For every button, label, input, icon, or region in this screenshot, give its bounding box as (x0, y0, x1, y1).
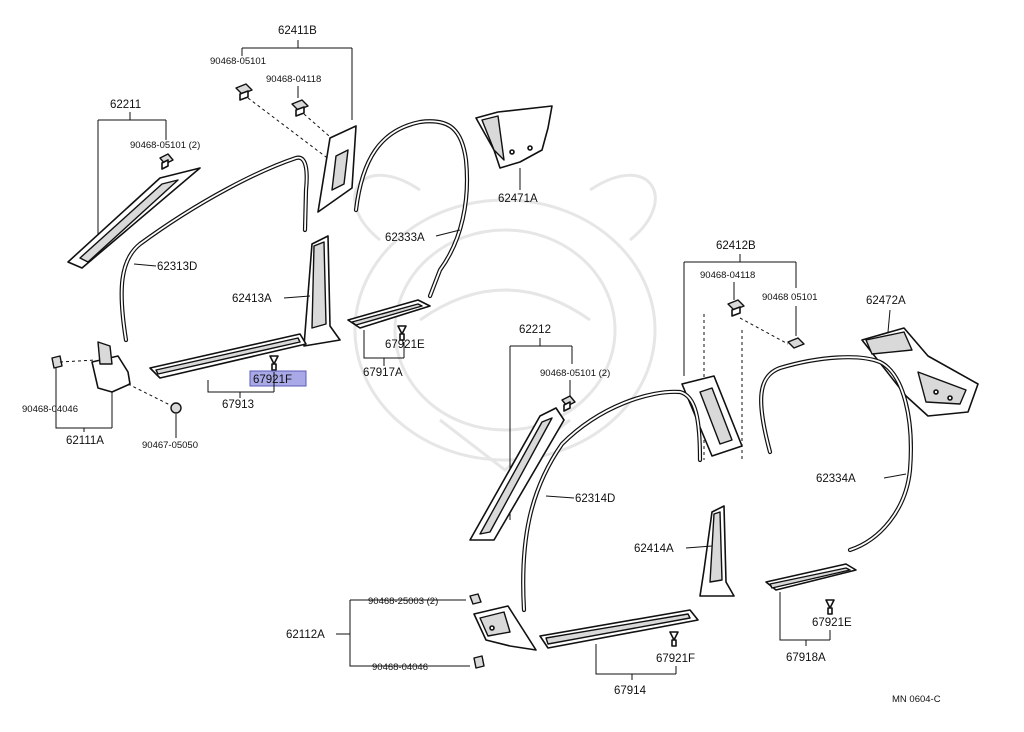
label-62334A: 62334A (816, 473, 856, 485)
clip-90468-05101-2a (159, 153, 174, 170)
label-67921E-b: 67921E (812, 617, 852, 629)
clip-90468-04118-b (727, 299, 745, 317)
label-62313D: 62313D (157, 261, 197, 273)
highlight-67921F (249, 370, 307, 387)
callout-62111A: 90468-04046 62111A 90467-05050 (22, 368, 198, 451)
part-62472A-quarter-trim (861, 327, 979, 417)
watermark-emblem (353, 173, 657, 472)
label-62212: 62212 (519, 324, 551, 336)
part-67918A-scuff-plate (765, 563, 857, 591)
part-62414A-pillar-lower (699, 505, 735, 597)
clip-67921E-a (397, 325, 407, 341)
part-62314D-weatherstrip (521, 389, 703, 613)
label-62211: 62211 (110, 99, 141, 111)
part-62413A-pillar-lower (303, 235, 341, 347)
part-62313D-weatherstrip (119, 155, 309, 343)
label-67918A: 67918A (786, 652, 826, 664)
label-62414A: 62414A (634, 543, 674, 555)
label-90468-05101-b: 90468 05101 (762, 292, 817, 303)
label-67921E-a: 67921E (385, 339, 425, 351)
part-62412B-pillar-upper (681, 375, 743, 457)
label-67914: 67914 (614, 685, 647, 697)
callout-67913: 67921F 67913 (207, 370, 307, 411)
clip-90468-04046-b (473, 655, 485, 669)
clip-67921F-a (269, 355, 279, 371)
callout-62212: 62212 90468-05101 (2) (509, 324, 610, 520)
label-90468-25003: 90468-25003 (2) (368, 596, 438, 607)
label-62111A: 62111A (66, 435, 104, 447)
label-67921F-a: 67921F (253, 374, 292, 386)
part-62112A-cowl-trim (473, 605, 537, 651)
part-62334A-weatherstrip (759, 355, 913, 553)
clip-90468-04118-a (291, 99, 309, 117)
label-90468-05101-2a: 90468-05101 (2) (130, 140, 200, 151)
callout-62412B: 62412B 90468-04118 90468 05101 (683, 240, 817, 376)
label-90468-05101-a: 90468-05101 (210, 56, 266, 67)
label-62314D: 62314D (575, 493, 615, 505)
callout-67918A: 67921E 67918A (779, 592, 852, 664)
clip-90468-05101-a (235, 83, 253, 101)
label-62333A: 62333A (385, 232, 425, 244)
label-62112A: 62112A (286, 629, 325, 641)
label-62471A: 62471A (498, 193, 538, 205)
label-62472A: 62472A (866, 295, 906, 307)
label-67913: 67913 (222, 399, 254, 411)
callout-67914: 67921F 67914 (595, 644, 695, 697)
label-62412B: 62412B (716, 240, 756, 252)
label-67917A: 67917A (363, 367, 403, 379)
label-90468-04046-a: 90468-04046 (22, 404, 78, 415)
label-90468-04118-b: 90468-04118 (700, 270, 755, 281)
part-62212-front-pillar (469, 407, 565, 541)
clip-90468-05101-b (787, 337, 805, 349)
clip-67921F-b (669, 631, 679, 647)
part-67914-scuff-plate (539, 609, 699, 649)
callout-62411B: 62411B 90468-05101 90468-04118 (210, 25, 353, 120)
label-90468-04118-a: 90468-04118 (266, 74, 321, 85)
part-62211-front-pillar (67, 167, 201, 269)
diagram-code: MN 0604-C (892, 694, 941, 705)
clip-67921E-b (825, 599, 835, 615)
label-90468-05101-2b: 90468-05101 (2) (540, 368, 610, 379)
part-62471A-quarter-trim (475, 105, 553, 169)
label-62413A: 62413A (232, 293, 272, 305)
label-90468-04046-b: 90468-04046 (372, 662, 428, 673)
part-67917A-scuff-plate (347, 299, 431, 329)
clip-90468-25003 (469, 593, 482, 605)
part-67913-scuff-plate (149, 333, 307, 379)
label-90467-05050: 90467-05050 (142, 440, 198, 451)
part-62333A-weatherstrip (353, 119, 470, 299)
nut-90467-05050 (170, 402, 182, 414)
callout-62112A: 90468-25003 (2) 62112A 90468-04046 (286, 596, 470, 673)
clip-90468-05101-2b (561, 395, 576, 412)
clip-90468-04046-a (51, 355, 63, 369)
callout-67917A: 67921E 67917A (363, 330, 425, 379)
label-67921F-b: 67921F (656, 653, 695, 665)
part-62411B-pillar-upper (317, 125, 357, 213)
callout-62211: 62211 90468-05101 (2) (97, 99, 200, 238)
label-62411B: 62411B (278, 25, 317, 37)
part-62111A-cowl-trim (91, 341, 131, 393)
